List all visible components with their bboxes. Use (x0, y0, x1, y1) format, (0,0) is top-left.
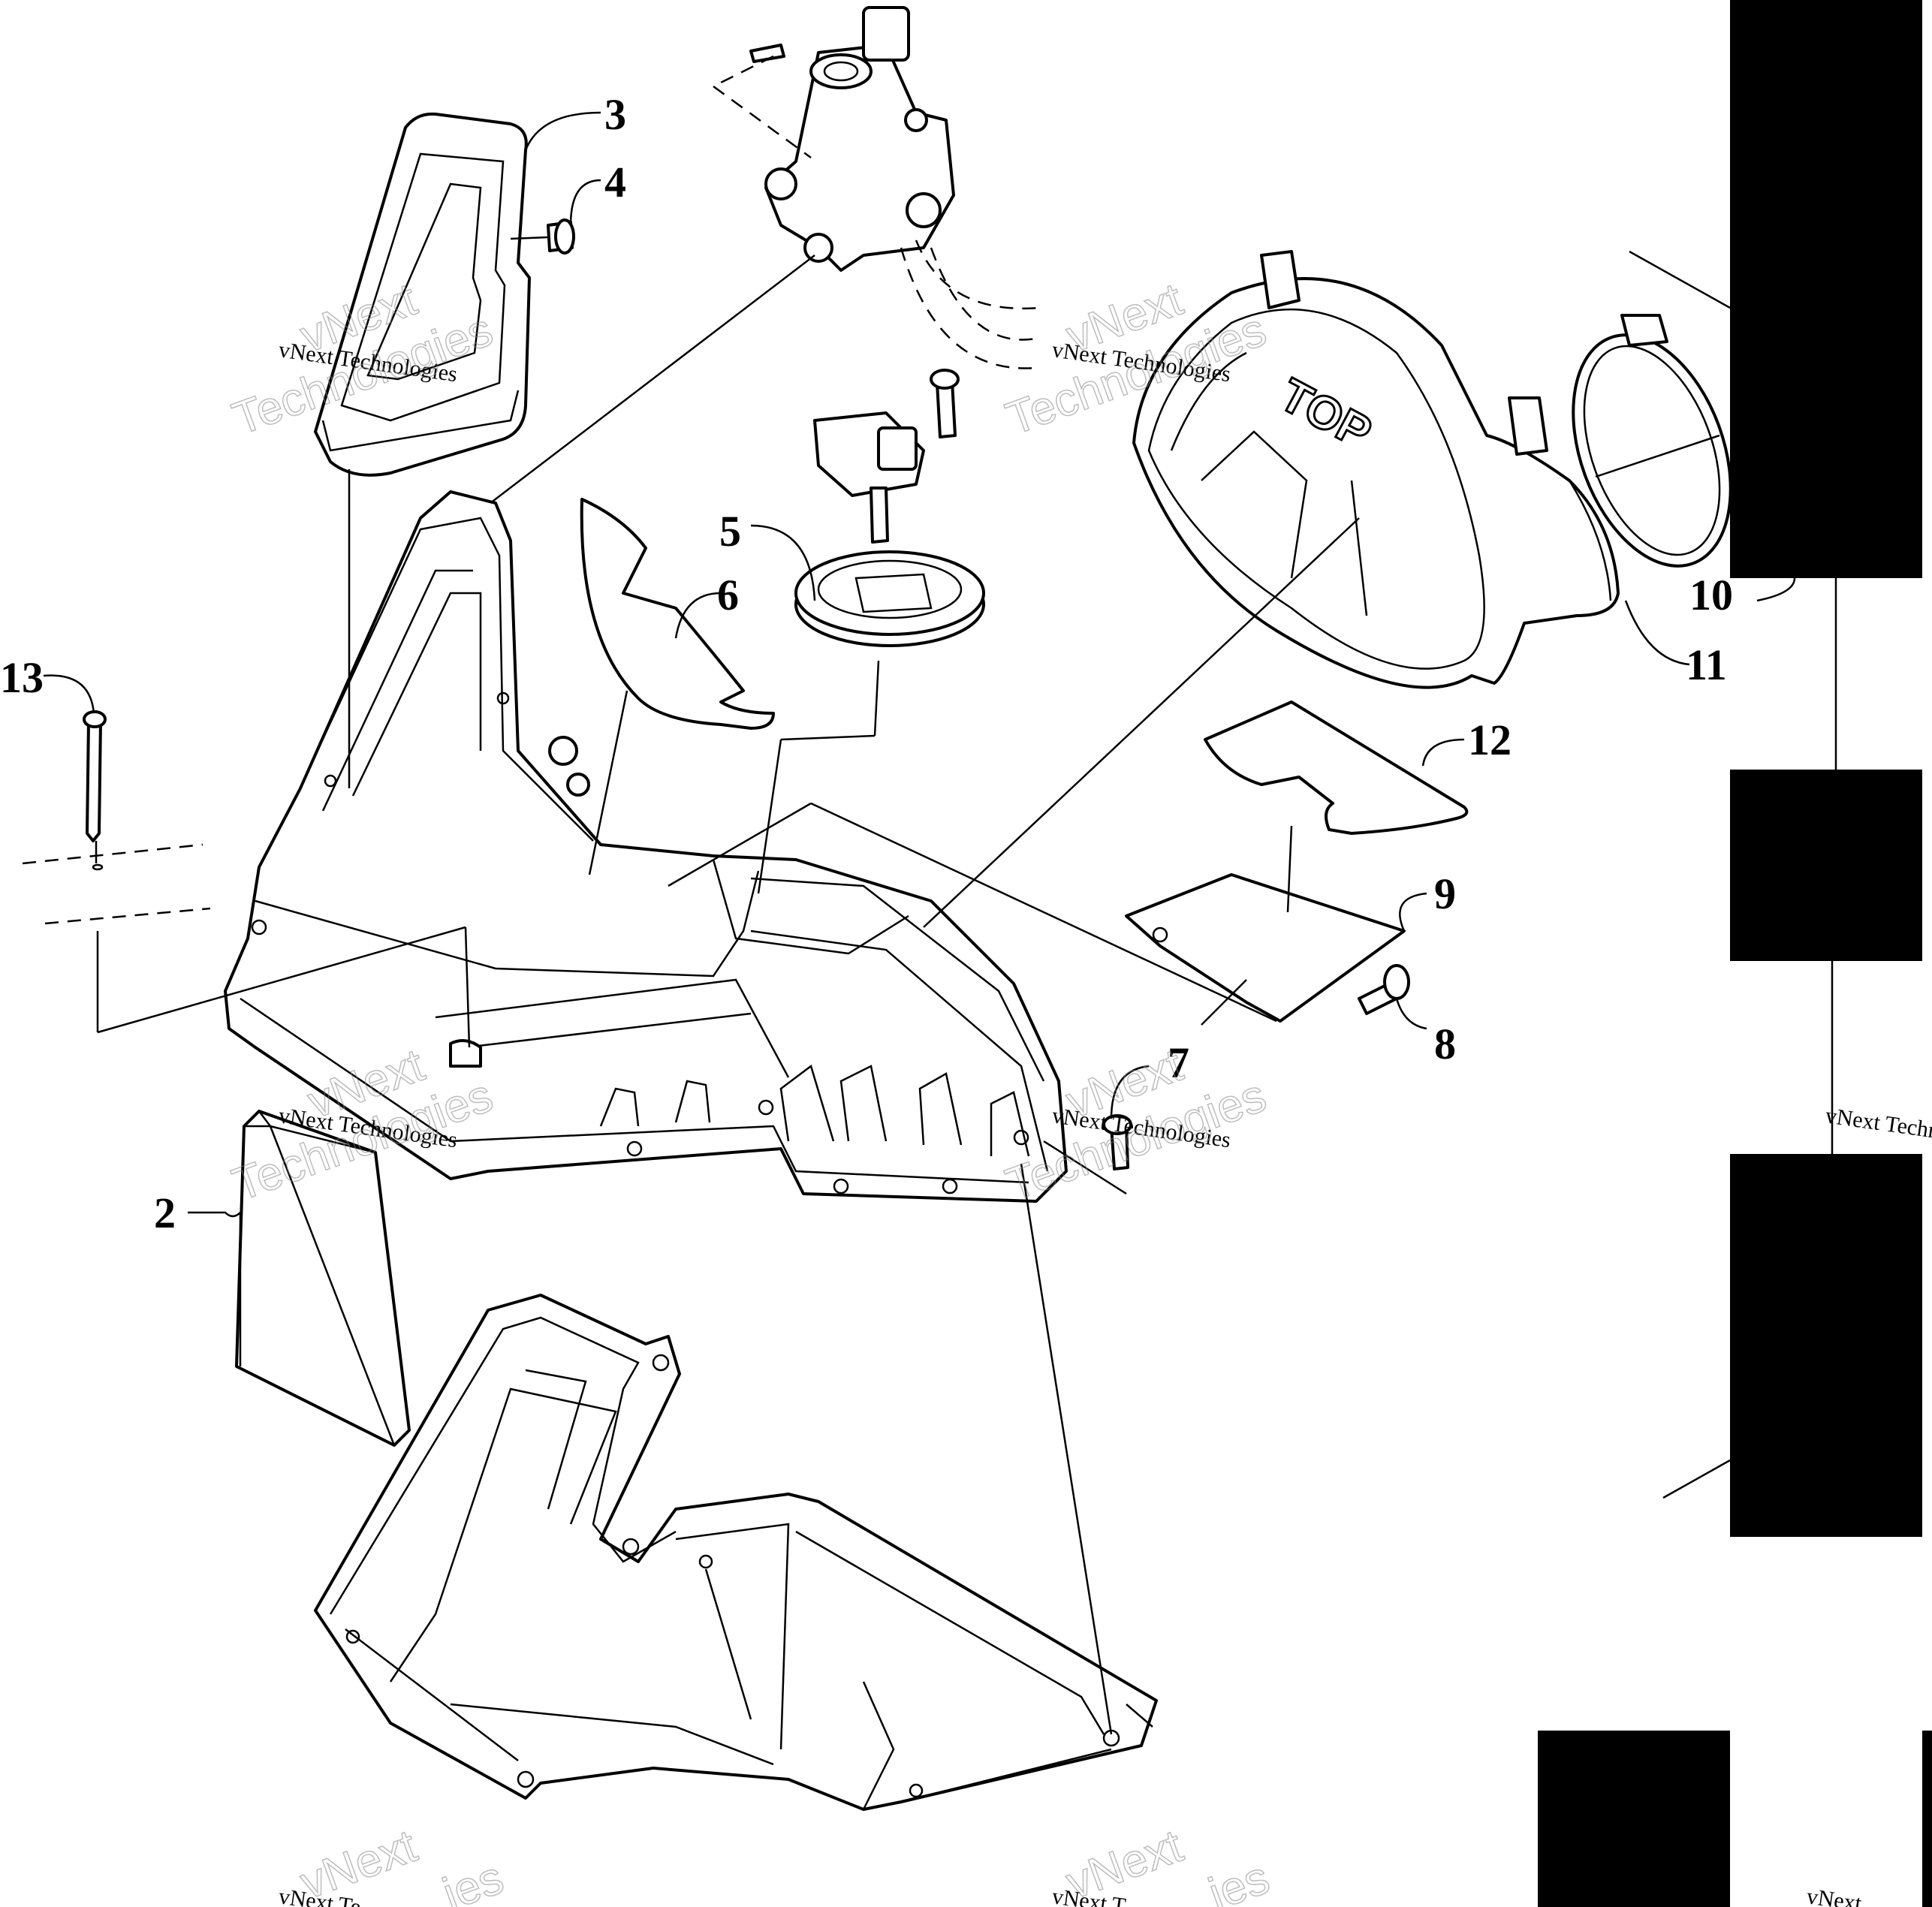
callout-10: 10 (1689, 571, 1733, 619)
part-seal-sheet (580, 498, 775, 875)
part-actuator-assembly (480, 6, 1041, 511)
part-filter-element (235, 1110, 411, 1447)
part-intake-duct: TOP (1132, 250, 1620, 689)
redaction-block-3 (1730, 1154, 1922, 1537)
leader-lines (348, 469, 1796, 1735)
callout-6: 6 (717, 571, 739, 619)
part-gasket-sheet (1204, 700, 1469, 835)
redaction-block-5 (1922, 1731, 1932, 1907)
callout-13: 13 (0, 653, 44, 702)
svg-text:ies: ies (436, 1851, 510, 1907)
part-screw-7 (1043, 1114, 1132, 1195)
callout-9: 9 (1434, 869, 1456, 918)
callouts: 2 3 4 5 6 7 8 9 10 11 12 13 (0, 90, 1733, 1366)
part-lower-airbox (314, 1294, 1158, 1811)
callout-2: 2 (154, 1188, 176, 1237)
callout-3: 3 (604, 90, 626, 139)
svg-text:vNext Technologies: vNext Technologies (1824, 1103, 1932, 1152)
watermark-e: vNext Technologies (1824, 1103, 1932, 1152)
part-long-screw (22, 710, 471, 1048)
part-intake-cover (314, 112, 531, 477)
redaction-blocks (1538, 0, 1932, 1907)
part-upper-airbox (224, 490, 1068, 1203)
part-hose-clamp (1572, 314, 1732, 568)
redaction-block-1 (1730, 0, 1922, 578)
svg-text:ies: ies (1202, 1851, 1276, 1907)
redaction-block-4 (1538, 1731, 1730, 1907)
callout-11: 11 (1686, 640, 1727, 689)
svg-text:vNext: vNext (1805, 1884, 1864, 1907)
part-sensor-grommet (757, 369, 985, 894)
callout-12: 12 (1468, 716, 1512, 764)
callout-7: 7 (1168, 1038, 1189, 1087)
callout-5: 5 (719, 507, 741, 556)
part-bracket (1125, 825, 1406, 1026)
part-push-rivet (510, 218, 575, 255)
callout-8: 8 (1434, 1020, 1456, 1068)
callout-4: 4 (604, 158, 626, 206)
part-bolt-8 (1358, 964, 1410, 1015)
redaction-block-2 (1730, 770, 1922, 961)
